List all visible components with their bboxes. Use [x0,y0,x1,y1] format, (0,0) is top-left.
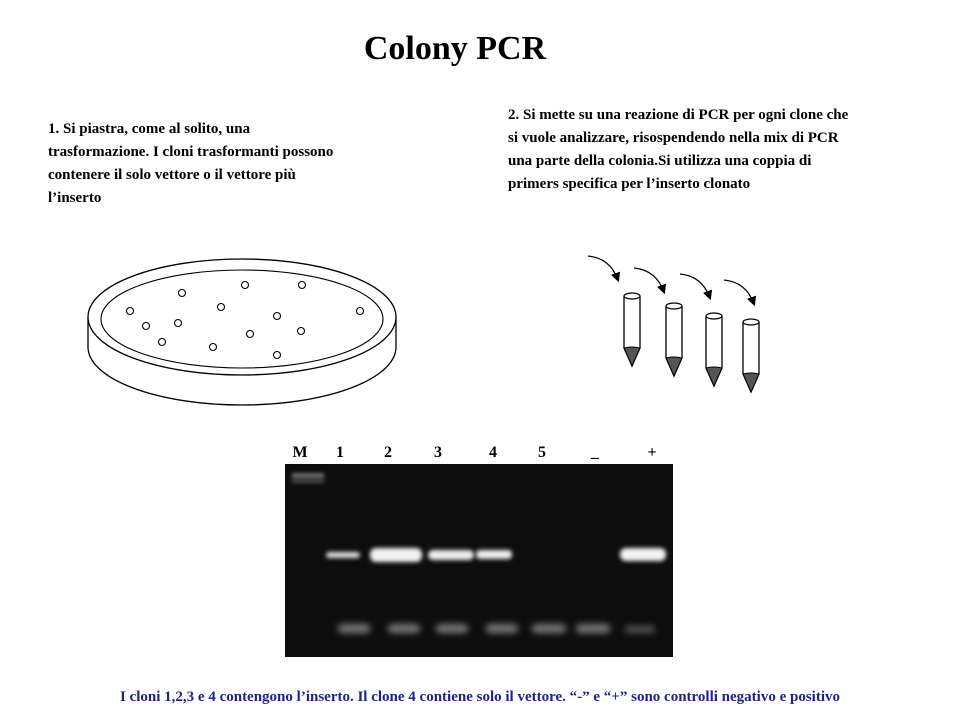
conclusion-caption: I cloni 1,2,3 e 4 contengono l’inserto. … [119,689,840,705]
primer-dimer-smears [338,624,655,633]
colony [216,302,226,312]
lane-label-negative: _ [590,444,600,461]
colony [125,306,135,316]
band-lane-3 [428,550,474,560]
colony [272,350,282,360]
band-lane-1 [326,552,360,558]
band-lane-2 [370,548,422,562]
smear [436,624,468,633]
pcr-bands [326,548,666,562]
step-2-text: 2. Si mette su una reazione di PCR per o… [508,107,849,192]
colony [240,280,250,290]
lane-label-m: M [292,444,307,461]
ladder-band [292,480,324,482]
lane-label-1: 1 [336,444,344,461]
petri-dish-inner-edge [100,269,384,369]
band-lane-4 [476,550,512,559]
colony [355,306,365,316]
transfer-arrows [587,255,757,307]
colony [141,321,151,331]
pcr-tubes [587,255,760,394]
arrow-icon [633,267,667,295]
smear [388,624,420,633]
bacterial-colonies [125,280,365,360]
colony [177,288,187,298]
colony [297,280,307,290]
smear [338,624,370,633]
colony [245,329,255,339]
band-lane-positive [620,548,666,561]
petri-dish [87,258,397,406]
smear [486,624,518,633]
page-title: Colony PCR [363,30,547,67]
smear [532,624,566,633]
arrow-icon [723,279,757,307]
lane-label-positive: + [647,444,656,461]
smear [625,626,655,633]
marker-ladder [292,474,324,482]
tube [705,312,723,388]
arrow-icon [587,255,621,283]
tube [742,318,760,394]
colony [157,337,167,347]
colony [296,326,306,336]
lane-labels: M 1 2 3 4 5 _ + [292,444,656,461]
lane-label-4: 4 [489,444,497,461]
lane-label-5: 5 [538,444,546,461]
arrow-icon [679,273,713,301]
colony [208,342,218,352]
petri-dish-outer-edge [87,258,397,376]
colony [173,318,183,328]
tube [665,302,683,378]
agarose-gel: M 1 2 3 4 5 _ + [285,444,673,657]
tube [623,292,641,368]
lane-label-3: 3 [434,444,442,461]
lane-label-2: 2 [384,444,392,461]
colony [272,311,282,321]
step-1-text: 1. Si piastra, come al solito, una trasf… [48,121,334,206]
ladder-band [292,474,324,477]
smear [576,624,610,633]
